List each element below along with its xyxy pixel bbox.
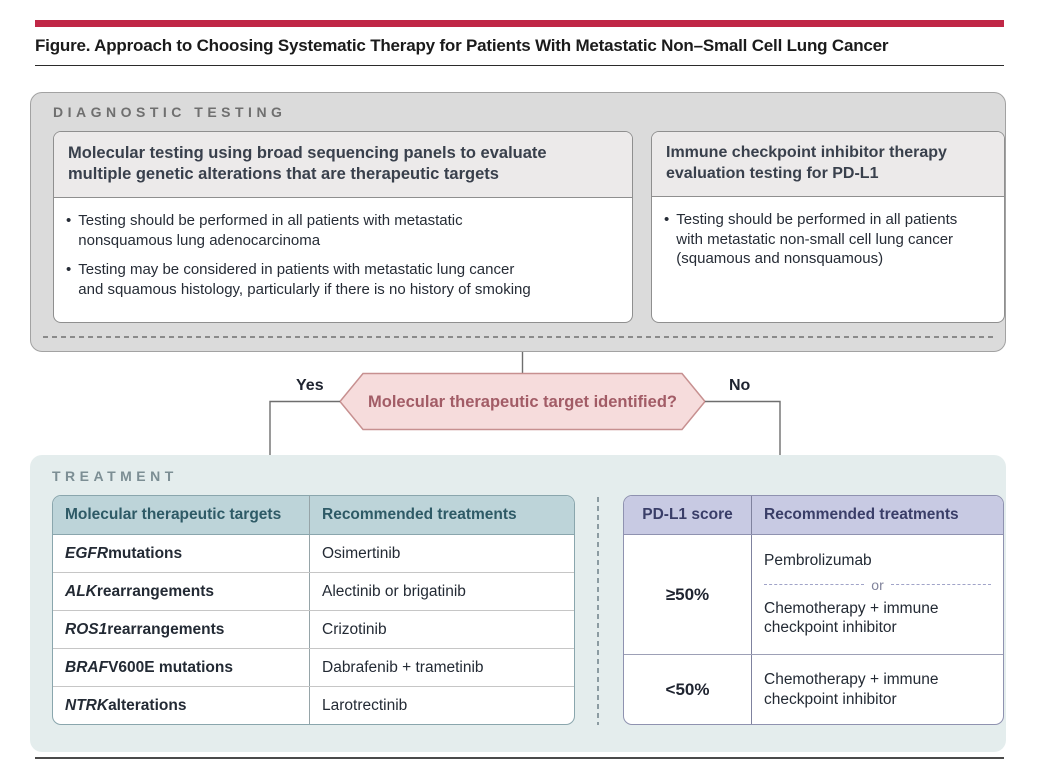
column-header-treatments: Recommended treatments [751,496,1003,534]
bullet-icon: • [66,260,72,278]
bullet-item: • Testing may be considered in patients … [66,260,620,300]
treatment-cell: Chemotherapy + immune checkpoint inhibit… [751,655,1003,724]
target-descriptor: rearrangements [107,620,225,638]
molecular-testing-box-header: Molecular testing using broad sequencing… [54,132,632,198]
column-header-pdl1-score: PD-L1 score [642,506,733,523]
treatment-option: Chemotherapy + immune checkpoint inhibit… [764,671,939,708]
gene-name: NTRK [65,696,109,714]
molecular-testing-bullet-list: • Testing should be performed in all pat… [54,198,632,300]
or-dash-line [764,584,865,586]
accent-bar [35,20,1004,27]
bullet-icon: • [664,210,670,228]
decision-question: Molecular therapeutic target identified? [368,392,677,411]
pdl1-table-header-row: PD-L1 score Recommended treatments [624,496,1003,535]
or-dash-line [890,584,992,586]
treatment-cell: Crizotinib [309,611,574,648]
diagnostic-section-label: DIAGNOSTIC TESTING [53,104,287,120]
gene-name: ALK [65,582,97,600]
gene-name: ROS1 [65,620,108,638]
bullet-text: Testing should be performed in all patie… [78,211,463,249]
treatment-cell: Osimertinib [309,535,574,572]
title-divider [35,65,1004,66]
table-row: <50% Chemotherapy + immune checkpoint in… [624,654,1003,724]
treatment-cell: Alectinib or brigatinib [309,573,574,610]
molecular-testing-box: Molecular testing using broad sequencing… [53,131,633,323]
figure-title: Figure. Approach to Choosing Systematic … [35,36,889,55]
or-divider: or [764,576,992,593]
bullet-text: Testing may be considered in patients wi… [78,260,531,298]
column-header-targets: Molecular therapeutic targets [65,506,282,523]
target-descriptor: V600E mutations [108,658,233,676]
treatment-cell: Larotrectinib [309,687,574,724]
target-descriptor: alterations [108,696,187,714]
target-descriptor: mutations [108,544,183,562]
pdl1-table: PD-L1 score Recommended treatments ≥50% … [623,495,1004,725]
bullet-text: Testing should be performed in all patie… [676,210,958,268]
panel-dashed-divider [43,336,993,338]
table-row: ≥50% Pembrolizumab or Chemotherapy + imm… [624,535,1003,654]
molecular-targets-table: Molecular therapeutic targets Recommende… [52,495,575,725]
pdl1-score-cell: ≥50% [665,584,710,604]
immune-checkpoint-box: Immune checkpoint inhibitor therapy eval… [651,131,1005,323]
diagnostic-testing-section: DIAGNOSTIC TESTING Molecular testing usi… [30,92,1006,352]
or-label: or [871,576,884,593]
bullet-item: • Testing should be performed in all pat… [664,210,992,270]
yes-branch-label: Yes [296,377,324,394]
treatment-section-label: TREATMENT [52,468,178,484]
immune-checkpoint-box-header: Immune checkpoint inhibitor therapy eval… [652,132,1004,197]
treatment-dashed-divider [597,497,599,725]
treatment-section: TREATMENT Molecular therapeutic targets … [30,455,1006,752]
pdl1-score-cell: <50% [665,679,710,699]
bottom-divider [35,757,1004,759]
treatment-option: Chemotherapy + immune checkpoint inhibit… [764,599,939,637]
treatment-cell: Pembrolizumab or Chemotherapy + immune c… [751,535,1003,654]
immune-checkpoint-bullet-list: • Testing should be performed in all pat… [652,197,1004,270]
treatment-cell: Dabrafenib + trametinib [309,649,574,686]
bullet-item: • Testing should be performed in all pat… [66,211,620,251]
target-descriptor: rearrangements [96,582,215,600]
molecular-table-header-row: Molecular therapeutic targets Recommende… [53,496,574,535]
gene-name: EGFR [65,544,109,562]
no-branch-label: No [729,377,751,394]
bullet-icon: • [66,211,72,229]
column-header-treatments: Recommended treatments [309,496,574,534]
treatment-option: Pembrolizumab [764,552,872,570]
gene-name: BRAF [65,658,109,676]
